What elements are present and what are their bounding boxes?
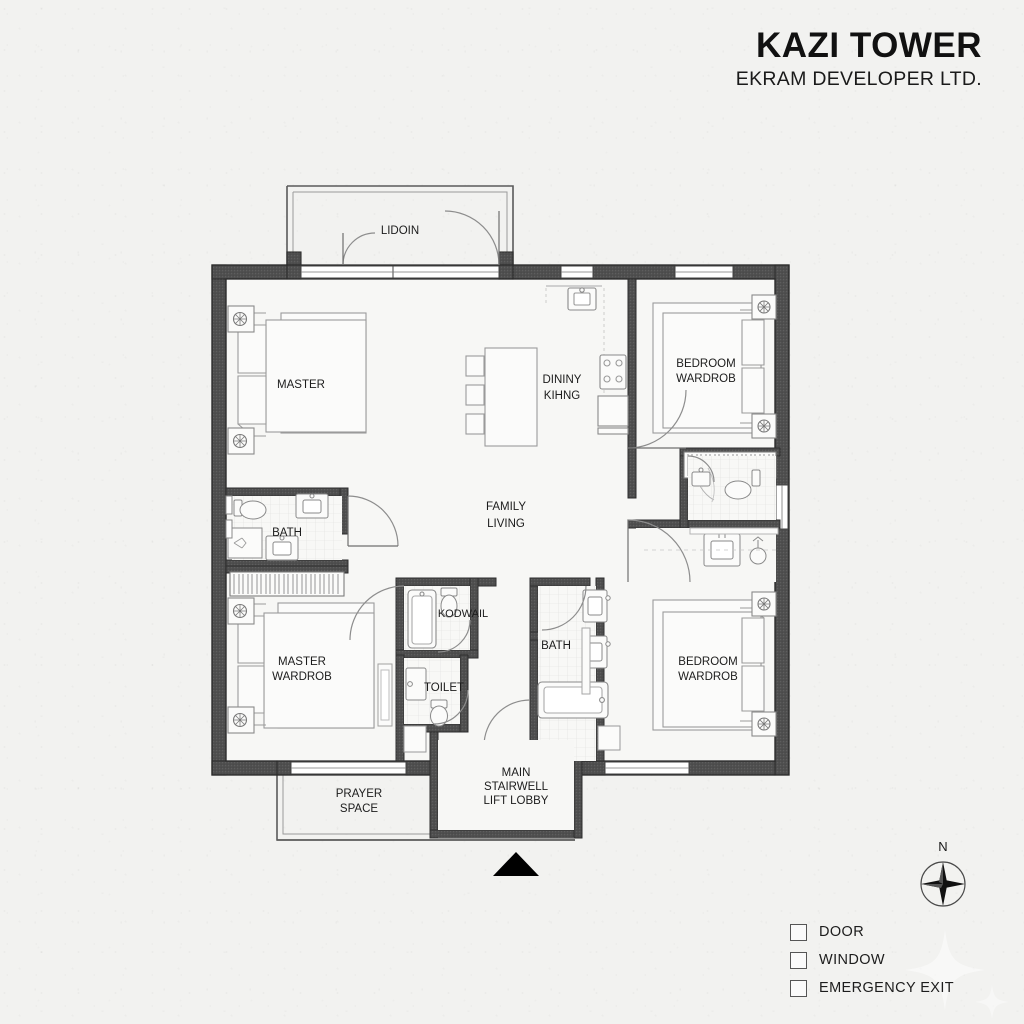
compass-rose-icon: N [920,839,966,907]
bedroom-bottom-furniture [652,591,777,737]
dining-kitchen-furniture [465,285,629,447]
legend-item-door[interactable]: DOOR [790,920,954,944]
legend-label-window: WINDOW [819,952,886,968]
master-bedroom-furniture [227,305,367,455]
room-label-toilet: TOILET [424,682,464,694]
page-title: KAZI TOWER [755,26,982,65]
plan-geometry [211,185,790,876]
bath-mid-fixtures [537,586,621,761]
center-wet-block [377,586,470,753]
compass-north-label: N [938,839,947,854]
room-label-balcony: LIDOIN [381,225,419,237]
legend-label-door: DOOR [819,924,865,940]
title-block: KAZI TOWER EKRAM DEVELOPER LTD. [735,26,982,91]
room-label-kitchen-small: KODWAIL [438,608,488,620]
legend-item-window[interactable]: WINDOW [790,948,954,972]
door-swatch [790,923,807,941]
room-label-bath-left: BATH [272,527,302,539]
bath-left-fixtures [225,493,342,561]
lift-lobby-geometry [438,740,574,839]
emergency-exit-arrow [493,852,539,876]
exterior-wall-outline [211,264,790,776]
legend-item-emergency-exit[interactable]: EMERGENCY EXIT [790,976,954,1000]
windows [290,265,789,775]
room-label-master: MASTER [277,379,325,391]
sparkle-decoration-small-icon [975,985,1009,1019]
room-label-bath-mid: BATH [541,640,571,652]
window-swatch [790,951,807,969]
legend-label-emergency-exit: EMERGENCY EXIT [819,980,955,996]
door-swings [342,210,715,747]
interior-walls [225,278,781,839]
bedroom-top-furniture [652,294,777,479]
bath-right-fixtures [636,456,779,582]
emergency-exit-swatch [790,979,807,997]
sparkle-decoration-icon [905,930,985,1010]
master-wardrobe-furniture [227,571,375,734]
legend: DOOR WINDOW EMERGENCY EXIT [790,920,954,1004]
developer-subtitle: EKRAM DEVELOPER LTD. [735,67,982,90]
